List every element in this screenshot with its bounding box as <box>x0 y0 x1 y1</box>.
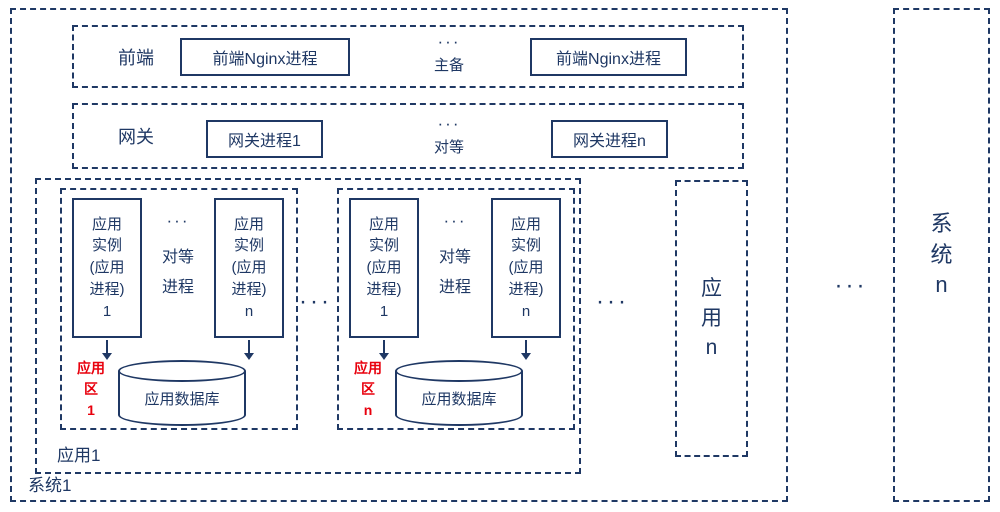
app-instance-node-1: 应用 实例 (应用 进程) 1 <box>72 198 142 338</box>
frontend-ha-mode-label: 主备 <box>433 57 464 74</box>
zones-ellipsis: ··· <box>299 288 332 315</box>
gateway-process-node-n: 网关进程n <box>551 120 668 158</box>
arrow-down-right <box>525 340 527 353</box>
apps-ellipsis: ··· <box>596 288 629 315</box>
database-label: 应用数据库 <box>421 391 497 408</box>
gateway-tier: 网关 网关进程1 ··· 对等 网关进程n <box>72 103 744 169</box>
frontend-nginx-node-right: 前端Nginx进程 <box>530 38 687 76</box>
zone-1-red-label: 应用 区 1 <box>77 360 105 418</box>
frontend-tier: 前端 前端Nginx进程 ··· 主备 前端Nginx进程 <box>72 25 744 88</box>
system-1-container: 系统1 <box>10 8 788 502</box>
zone-1-mid-annotation: ··· 对等 进程 <box>142 198 214 338</box>
database-cylinder: 应用数据库 <box>118 360 246 426</box>
cylinder-top-shape <box>118 360 246 382</box>
zone-1-peer-label: 对等 进程 <box>161 249 194 297</box>
systems-ellipsis: ··· <box>834 272 868 299</box>
gateway-ellipsis: ··· <box>437 114 461 133</box>
app-zone-n: 应用 实例 (应用 进程) 1 ··· 对等 进程 应用 实例 (应用 进程) … <box>337 188 575 430</box>
app-instance-node-n: 应用 实例 (应用 进程) n <box>491 198 561 338</box>
zone-1-ellipsis: ··· <box>166 211 190 230</box>
app-n-container: 应 用 n <box>675 180 748 457</box>
zone-n-red-label: 应用 区 n <box>354 360 382 418</box>
frontend-tier-label: 前端 <box>118 47 154 68</box>
database-cylinder: 应用数据库 <box>395 360 523 426</box>
frontend-ellipsis: ··· <box>437 32 461 51</box>
gateway-mid-annotation: ··· 对等 <box>404 115 494 157</box>
cylinder-top-shape <box>395 360 523 382</box>
arrow-down-left <box>106 340 108 353</box>
app-instance-node-n: 应用 实例 (应用 进程) n <box>214 198 284 338</box>
gateway-process-node-1: 网关进程1 <box>206 120 323 158</box>
system-n-container: 系 统 n <box>893 8 990 502</box>
app-instance-node-1: 应用 实例 (应用 进程) 1 <box>349 198 419 338</box>
app-1-label: 应用1 <box>57 446 101 465</box>
gateway-tier-label: 网关 <box>118 127 154 147</box>
arrow-down-right <box>248 340 250 353</box>
gateway-peer-mode-label: 对等 <box>433 139 464 156</box>
app-zone-1: 应用 实例 (应用 进程) 1 ··· 对等 进程 应用 实例 (应用 进程) … <box>60 188 298 430</box>
zone-n-mid-annotation: ··· 对等 进程 <box>419 198 491 338</box>
zone-n-ellipsis: ··· <box>443 211 467 230</box>
frontend-nginx-node-left: 前端Nginx进程 <box>180 38 350 76</box>
system-1-label: 系统1 <box>28 476 72 495</box>
zone-n-peer-label: 对等 进程 <box>438 249 471 297</box>
arrow-down-left <box>383 340 385 353</box>
app-1-container: 应用1 应用 实例 (应用 进程) 1 ··· 对等 进程 应用 实例 (应用 … <box>35 178 581 474</box>
frontend-mid-annotation: ··· 主备 <box>404 33 494 75</box>
database-label: 应用数据库 <box>144 391 220 408</box>
